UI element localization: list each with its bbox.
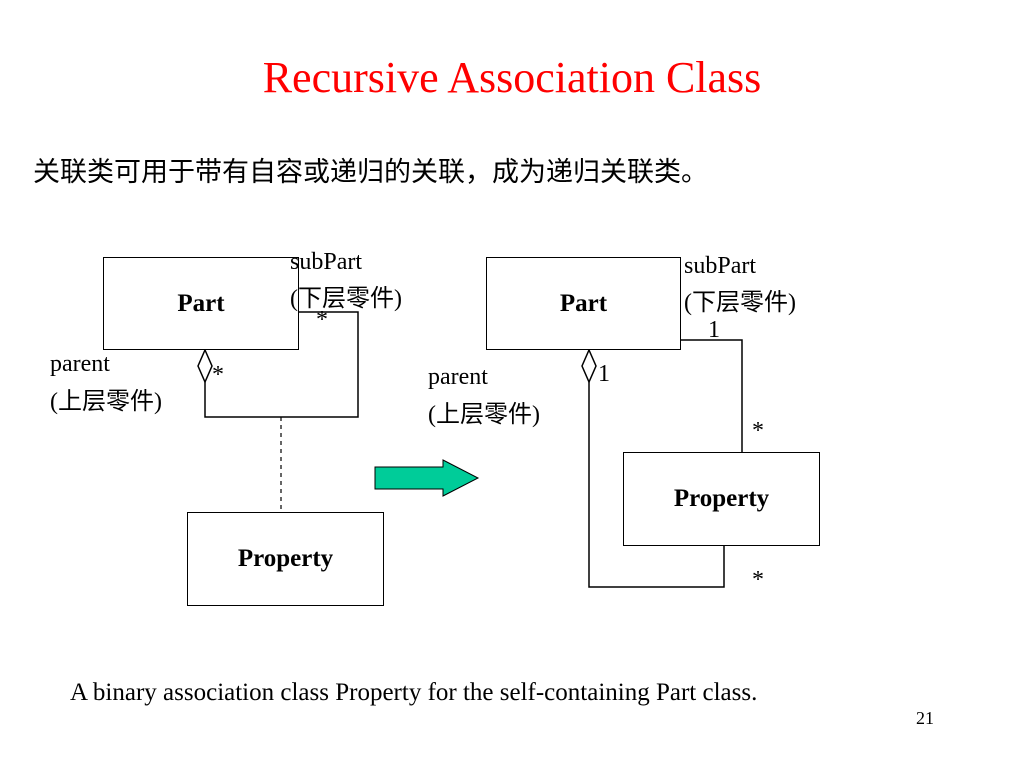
caption: A binary association class Property for … xyxy=(70,679,758,706)
left-property-class-box: Property xyxy=(187,512,384,606)
right-property-label: Property xyxy=(673,485,770,512)
right-part-label: Part xyxy=(559,289,608,317)
transform-arrow xyxy=(374,459,480,497)
right-parent-role-cn: (上层零件) xyxy=(428,402,540,428)
right-subpart-multiplicity: 1 xyxy=(708,317,720,343)
page-number: 21 xyxy=(916,708,934,728)
left-subpart-role: subPart xyxy=(290,249,362,275)
right-parent-role: parent xyxy=(428,364,488,390)
left-parent-multiplicity: * xyxy=(212,362,224,388)
left-part-label: Part xyxy=(177,289,225,317)
left-property-label: Property xyxy=(237,545,334,572)
right-parent-line xyxy=(588,382,725,588)
right-subpart-role: subPart xyxy=(684,253,756,279)
left-subpart-multiplicity: * xyxy=(316,307,328,333)
left-subpart-role-cn: (下层零件) xyxy=(290,286,402,312)
right-property-top-multiplicity: * xyxy=(752,418,764,444)
left-part-class-box: Part xyxy=(103,257,299,350)
right-subpart-line xyxy=(680,339,743,452)
left-aggregation-diamond xyxy=(197,348,213,384)
right-property-bottom-multiplicity: * xyxy=(752,567,764,593)
left-association-line xyxy=(204,311,359,418)
left-parent-role-cn: (上层零件) xyxy=(50,389,162,415)
right-part-class-box: Part xyxy=(486,257,681,350)
right-parent-multiplicity: 1 xyxy=(598,361,610,387)
right-property-class-box: Property xyxy=(623,452,820,546)
subtitle: 关联类可用于带有自容或递归的关联，成为递归关联类。 xyxy=(33,157,708,187)
right-aggregation-diamond xyxy=(581,348,597,384)
right-subpart-role-cn: (下层零件) xyxy=(684,290,796,316)
page-title: Recursive Association Class xyxy=(262,53,762,102)
left-parent-role: parent xyxy=(50,351,110,377)
